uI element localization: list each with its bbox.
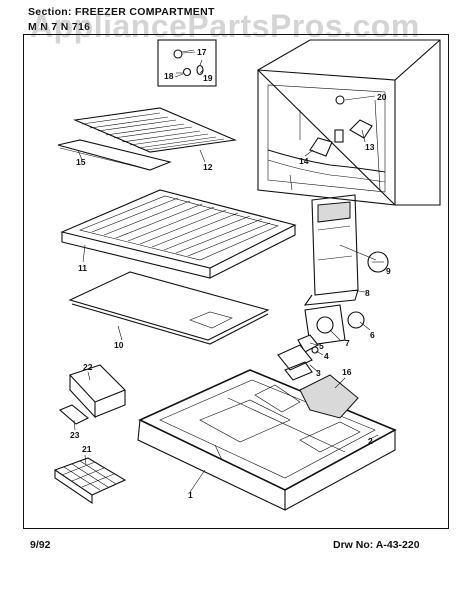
callout-8: 8 bbox=[365, 288, 370, 298]
freezer-cabinet bbox=[257, 39, 441, 206]
callout-7: 7 bbox=[345, 338, 350, 348]
callout-17: 17 bbox=[197, 47, 207, 57]
fan-assembly bbox=[277, 304, 365, 381]
callout-23: 23 bbox=[70, 430, 80, 440]
callout-leader-lines bbox=[73, 51, 379, 493]
callout-5: 5 bbox=[319, 341, 324, 351]
callout-11: 11 bbox=[78, 263, 87, 273]
ice-cube-tray bbox=[53, 457, 127, 505]
callout-19: 19 bbox=[203, 73, 213, 83]
evaporator-cover-shelf bbox=[60, 189, 297, 279]
model-number-line: M N 7 N 716 bbox=[28, 21, 91, 33]
callout-22: 22 bbox=[83, 362, 93, 372]
callout-9: 9 bbox=[386, 266, 391, 276]
callout-10: 10 bbox=[114, 340, 124, 350]
watermark-text: AppliancePartsPros.com bbox=[30, 8, 420, 44]
diagram-frame bbox=[23, 34, 449, 529]
callout-21: 21 bbox=[82, 444, 92, 454]
callout-4: 4 bbox=[324, 351, 329, 361]
callout-3: 3 bbox=[316, 368, 321, 378]
revision-date: 9/92 bbox=[30, 539, 51, 551]
bin-bracket bbox=[58, 404, 90, 425]
callout-2: 2 bbox=[368, 436, 373, 446]
ice-bin bbox=[69, 364, 126, 419]
callout-20: 20 bbox=[377, 92, 387, 102]
air-duct bbox=[303, 194, 389, 306]
callout-15: 15 bbox=[76, 157, 86, 167]
wire-shelf bbox=[57, 107, 238, 171]
drawing-number: Drw No: A-43-220 bbox=[333, 539, 420, 551]
callout-6: 6 bbox=[370, 330, 375, 340]
callout-13: 13 bbox=[365, 142, 375, 152]
freezer-floor-liner bbox=[137, 369, 397, 511]
callout-14: 14 bbox=[299, 156, 309, 166]
callout-12: 12 bbox=[203, 162, 213, 172]
insulation-pad bbox=[68, 271, 270, 345]
hardware-detail-box bbox=[157, 39, 217, 87]
drain-trough bbox=[299, 374, 359, 419]
callout-18: 18 bbox=[164, 71, 174, 81]
callout-16: 16 bbox=[342, 367, 352, 377]
section-title: Section: FREEZER COMPARTMENT bbox=[28, 6, 215, 18]
callout-1: 1 bbox=[188, 490, 193, 500]
